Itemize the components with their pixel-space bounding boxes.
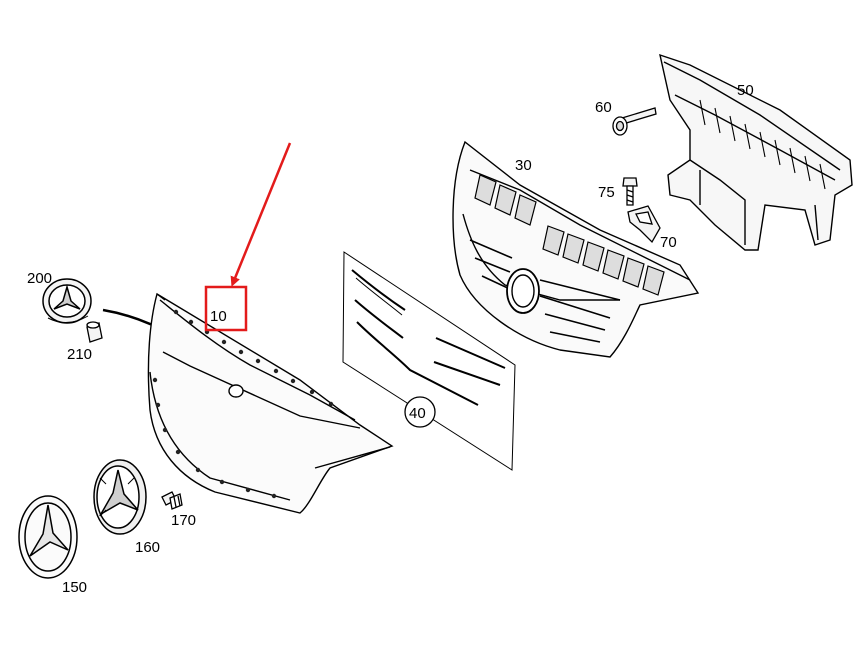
label-150: 150: [62, 579, 87, 596]
label-210: 210: [67, 346, 92, 363]
label-60: 60: [595, 99, 612, 116]
star-emblem-ring-icon: [18, 495, 78, 579]
label-50: 50: [737, 82, 754, 99]
label-200: 200: [27, 270, 52, 287]
label-160: 160: [135, 539, 160, 556]
highlight-arrow: [230, 142, 292, 287]
label-70: 70: [660, 234, 677, 251]
emblem-star-badge-icon: [42, 278, 92, 324]
star-emblem-3d-icon: [93, 459, 147, 535]
grille-frame-icon: [147, 292, 394, 514]
grille-carrier-bracket-icon: [659, 53, 853, 251]
sleeve-clip-icon: [86, 321, 103, 343]
mounting-clip-icon: [627, 205, 661, 244]
radiator-grille-icon: [452, 140, 700, 358]
label-75: 75: [598, 184, 615, 201]
label-10: 10: [210, 308, 227, 325]
label-170: 170: [171, 512, 196, 529]
label-40: 40: [409, 405, 426, 422]
highlight-box: [204, 285, 248, 332]
screw-icon: [622, 177, 638, 206]
rivet-fastener-icon: [612, 107, 657, 136]
label-30: 30: [515, 157, 532, 174]
trim-strips-panel-icon: [342, 251, 516, 471]
screw-icon: [161, 491, 183, 510]
